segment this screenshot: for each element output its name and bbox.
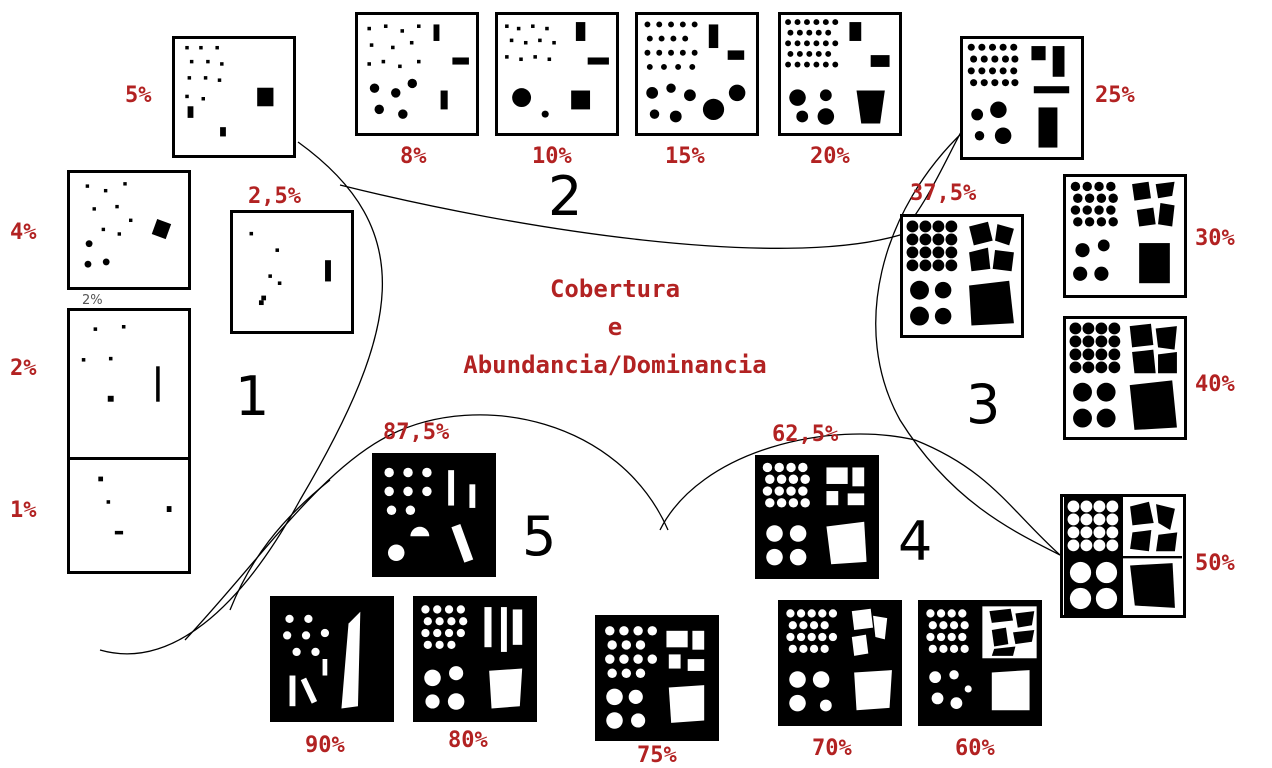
- title-line-1: Cobertura: [549, 275, 681, 303]
- curve-group-1: [99, 141, 383, 655]
- diagram-title: Cobertura e Abundancia/Dominancia: [380, 270, 850, 384]
- curve-group-5: [389, 414, 669, 531]
- label-40-percent: 40%: [1195, 372, 1235, 397]
- curve-group-1-lower: [184, 434, 391, 641]
- panel-90-percent: [270, 596, 394, 722]
- label-5-percent: 5%: [125, 83, 152, 108]
- curve-group-4: [659, 433, 1061, 556]
- panel-20-percent: [778, 12, 902, 136]
- label-1-percent: 1%: [10, 498, 37, 523]
- title-line-3: Abundancia/Dominancia: [463, 351, 767, 379]
- curve-group-2: [339, 124, 966, 249]
- group-number-2: 2: [548, 165, 583, 228]
- label-70-percent: 70%: [812, 736, 852, 761]
- label-87-5-percent: 87,5%: [383, 420, 450, 445]
- panel-10-percent: [495, 12, 619, 136]
- panel-75-percent: [595, 615, 719, 741]
- panel-4-percent: [67, 170, 191, 290]
- panel-80-percent: [413, 596, 537, 722]
- panel-40-percent: [1063, 316, 1187, 440]
- curve-group-3: [875, 129, 1061, 556]
- label-50-percent: 50%: [1195, 551, 1235, 576]
- panel-50-percent: [1060, 494, 1186, 618]
- faint-2-percent-label: 2%: [82, 293, 103, 308]
- label-80-percent: 80%: [448, 728, 488, 753]
- panel-37-5-percent: [900, 214, 1024, 338]
- panel-70-percent: [778, 600, 902, 726]
- panel-5-percent: [172, 36, 296, 158]
- panel-15-percent: [635, 12, 759, 136]
- panel-2-5-percent: [230, 210, 354, 334]
- group-number-4: 4: [898, 510, 933, 573]
- label-75-percent: 75%: [637, 743, 677, 768]
- panel-87-5-percent: [372, 453, 496, 577]
- label-2-5-percent: 2,5%: [248, 184, 301, 209]
- label-10-percent: 10%: [532, 144, 572, 169]
- panel-8-percent: [355, 12, 479, 136]
- label-37-5-percent: 37,5%: [910, 181, 977, 206]
- group-number-5: 5: [522, 505, 557, 568]
- panel-2-percent: [67, 308, 191, 460]
- title-line-2: e: [607, 313, 623, 341]
- label-90-percent: 90%: [305, 733, 345, 758]
- panel-1-percent: [67, 450, 191, 574]
- group-number-3: 3: [966, 373, 1001, 436]
- group-number-1: 1: [235, 365, 270, 428]
- label-4-percent: 4%: [10, 220, 37, 245]
- label-30-percent: 30%: [1195, 226, 1235, 251]
- label-15-percent: 15%: [665, 144, 705, 169]
- panel-60-percent: [918, 600, 1042, 726]
- curve-group-4-tail: [229, 479, 331, 611]
- label-2-percent: 2%: [10, 356, 37, 381]
- panel-25-percent: [960, 36, 1084, 160]
- label-62-5-percent: 62,5%: [772, 422, 839, 447]
- panel-30-percent: [1063, 174, 1187, 298]
- label-25-percent: 25%: [1095, 83, 1135, 108]
- label-60-percent: 60%: [955, 736, 995, 761]
- label-20-percent: 20%: [810, 144, 850, 169]
- label-8-percent: 8%: [400, 144, 427, 169]
- panel-62-5-percent: [755, 455, 879, 579]
